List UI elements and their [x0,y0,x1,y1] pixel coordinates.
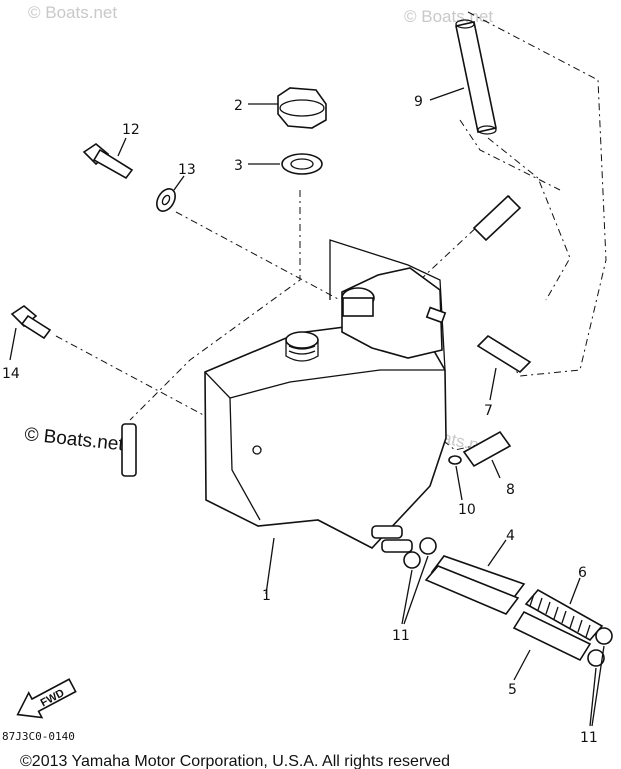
cap-gasket [281,153,323,175]
callout-7: 7 [484,403,493,419]
hose-vertical-left [121,423,137,477]
protector-spring [524,588,604,642]
oil-tank [204,239,447,553]
washer-13 [156,188,176,212]
watermark-top-right: © Boats.net [404,7,493,26]
leader-lines [9,87,605,727]
bolt-12 [82,143,134,180]
callout-9: 9 [414,94,423,110]
fwd-label: FWD [39,687,67,709]
hose-short-7 [476,334,532,374]
watermark-top-left: © Boats.net [28,3,117,22]
copyright-notice: ©2013 Yamaha Motor Corporation, U.S.A. A… [20,753,450,769]
callout-2: 2 [234,98,243,114]
hose-5 [512,610,592,662]
hose-5b [424,565,520,615]
callout-6: 6 [578,565,587,581]
watermark-middle-left: © Boats.net [23,424,125,455]
callout-12: 12 [122,122,140,138]
callout-5: 5 [508,682,517,698]
callout-11-right: 11 [580,730,598,746]
callout-8: 8 [506,482,515,498]
callout-1: 1 [262,588,271,604]
callout-11-left: 11 [392,628,410,644]
hose-short-top [472,194,522,242]
assembly-lines [55,11,607,451]
hose-clamps [403,537,613,667]
fwd-arrow-icon: FWD [16,678,77,719]
diagram-part-code: 87J3C0-0140 [2,730,75,743]
callout-4: 4 [506,528,515,544]
callout-13: 13 [178,162,196,178]
hose-short-8 [462,430,512,468]
filler-cap [277,87,327,129]
callout-numbers: 1 2 3 4 5 6 7 8 9 10 11 11 12 13 14 [2,94,598,746]
bolt-14 [10,305,52,340]
hose-long [455,19,497,135]
callout-10: 10 [458,502,476,518]
o-ring [448,455,462,465]
callout-3: 3 [234,158,243,174]
callout-14: 14 [2,366,20,382]
